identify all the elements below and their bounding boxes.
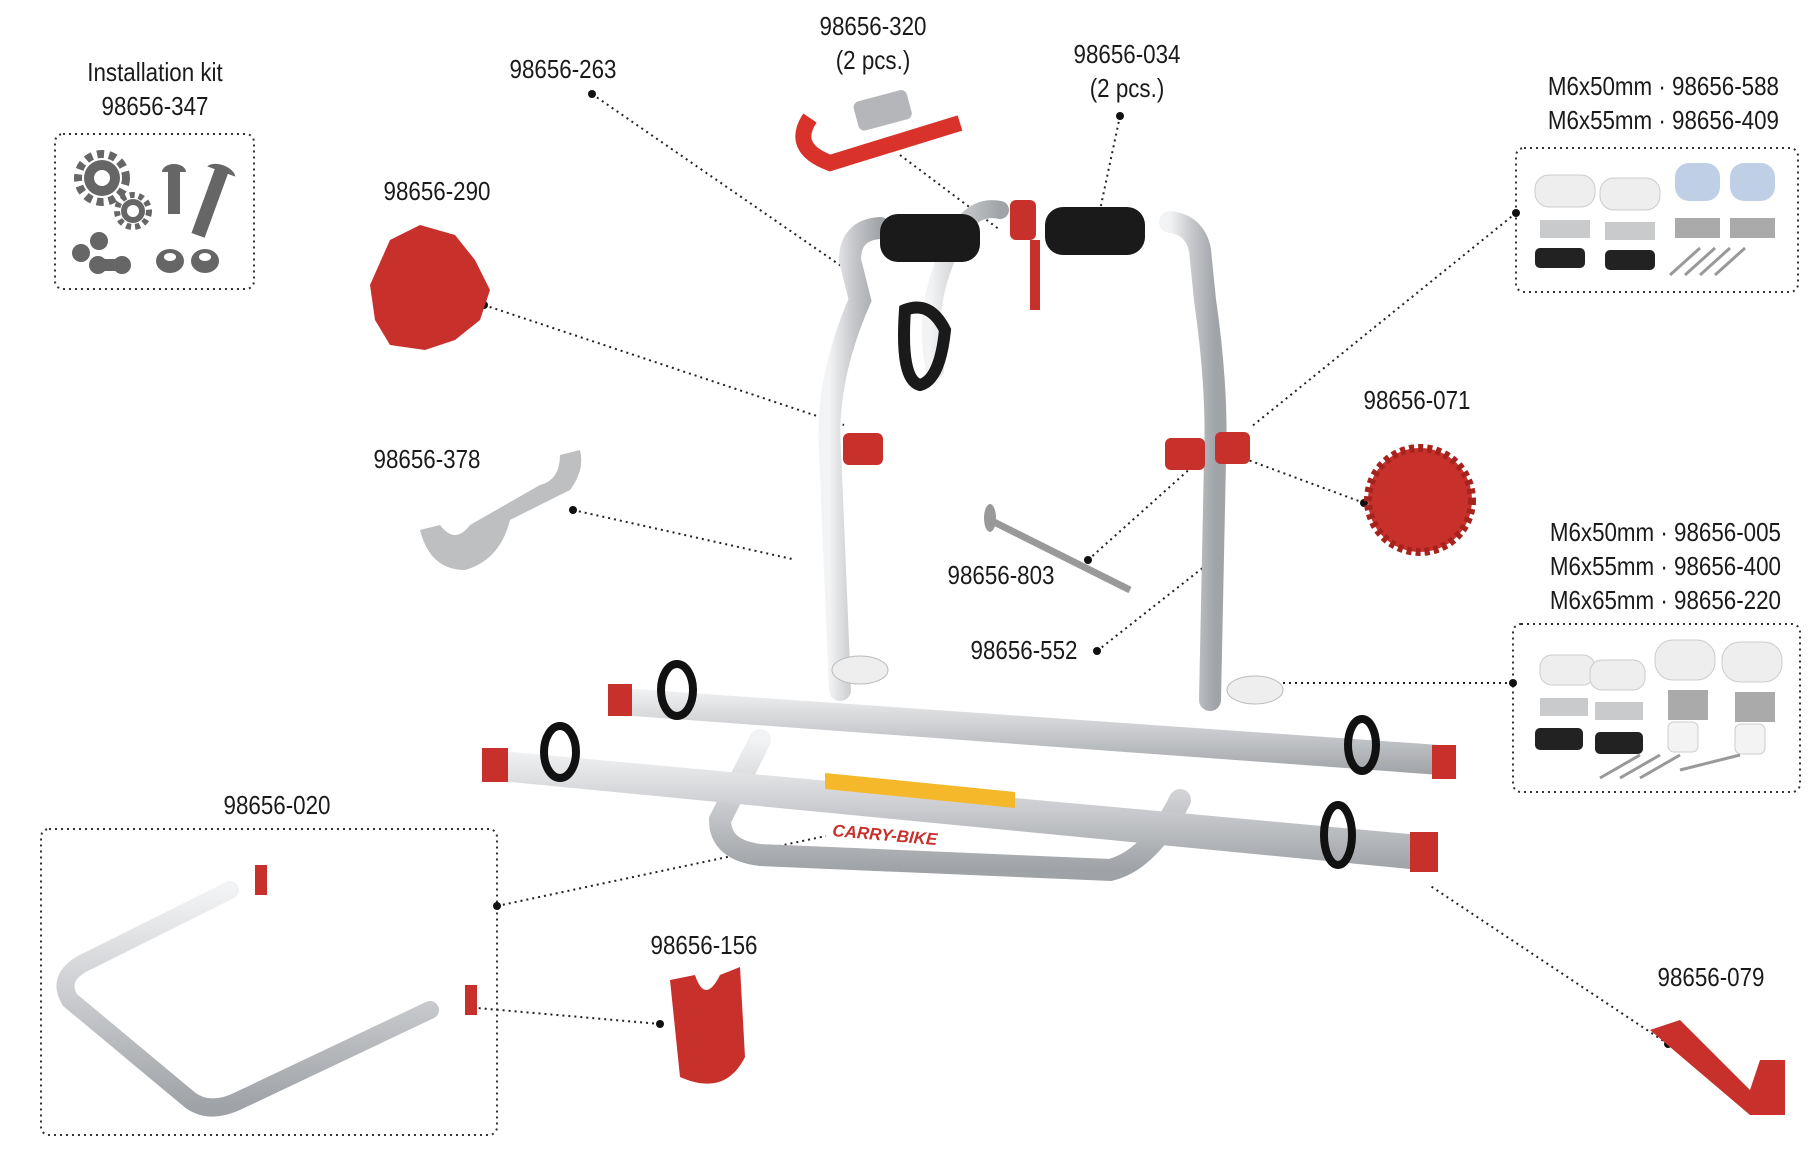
- installation-kit-code: 98656-347: [101, 91, 209, 121]
- foam-pad-left: [880, 214, 980, 262]
- installation-kit-icons: [72, 150, 236, 274]
- part-label-290: 98656-290: [383, 176, 491, 206]
- bike-rack-image: CARRY-BIKE: [482, 200, 1456, 882]
- chain-icon: [72, 232, 131, 274]
- part-qty: (2 pcs.): [1089, 73, 1165, 103]
- lower-kit-image: [1535, 639, 1783, 780]
- installation-kit-box: [54, 133, 255, 290]
- part-label-034: 98656-034 (2 pcs.): [1074, 37, 1181, 105]
- lower-kit-box: [1512, 623, 1801, 793]
- rail-front: [490, 750, 1420, 870]
- part-code: 98656-034: [1073, 39, 1181, 69]
- foam-pad-right: [1045, 207, 1145, 255]
- nut-icon: [156, 249, 219, 273]
- strap-image: [795, 90, 963, 172]
- upper-kit-image: [1534, 163, 1775, 277]
- rail-rear: [620, 688, 1440, 775]
- part-label-320: 98656-320 (2 pcs.): [820, 9, 927, 77]
- part-label-803: 98656-803: [947, 560, 1055, 590]
- kit-line: M6x55mm · 98656-400: [1549, 551, 1781, 581]
- upper-kit-box: [1515, 147, 1799, 293]
- kit-line: M6x55mm · 98656-409: [1547, 105, 1779, 135]
- leader-lines: [476, 93, 1669, 1045]
- part-label-156: 98656-156: [650, 930, 758, 960]
- bracket-378-image: [420, 450, 582, 570]
- kit-line: M6x50mm · 98656-588: [1547, 71, 1779, 101]
- holder-156-image: [670, 967, 745, 1084]
- lower-kit-label: M6x50mm · 98656-005 M6x55mm · 98656-400 …: [1550, 515, 1781, 617]
- screw-icon: [162, 164, 186, 214]
- part-label-378: 98656-378: [373, 444, 481, 474]
- installation-kit-label: Installation kit 98656-347: [87, 55, 222, 123]
- hoop-020-image: [56, 881, 439, 1117]
- part-label-071: 98656-071: [1363, 385, 1471, 415]
- carry-bike-branding: CARRY-BIKE: [832, 821, 939, 849]
- gear-icon: [114, 192, 152, 230]
- kit-line: M6x50mm · 98656-005: [1549, 517, 1781, 547]
- installation-kit-title: Installation kit: [87, 57, 223, 87]
- frame-right-tube: [1159, 211, 1227, 711]
- part-label-020: 98656-020: [223, 790, 331, 820]
- frame-left-tube: [818, 217, 891, 701]
- part-code: 98656-320: [819, 11, 927, 41]
- part-qty: (2 pcs.): [835, 45, 911, 75]
- gear-icon: [74, 150, 130, 206]
- part-label-079: 98656-079: [1657, 962, 1765, 992]
- screw-icon: [191, 163, 236, 238]
- kit-line: M6x65mm · 98656-220: [1549, 585, 1781, 615]
- cap-079-image: [1650, 1020, 1785, 1115]
- upper-kit-label: M6x50mm · 98656-588 M6x55mm · 98656-409: [1548, 69, 1779, 137]
- part-label-552: 98656-552: [970, 635, 1078, 665]
- knob-290-image: [370, 225, 490, 350]
- part-label-263: 98656-263: [509, 54, 617, 84]
- knob-071-image: [1364, 444, 1476, 556]
